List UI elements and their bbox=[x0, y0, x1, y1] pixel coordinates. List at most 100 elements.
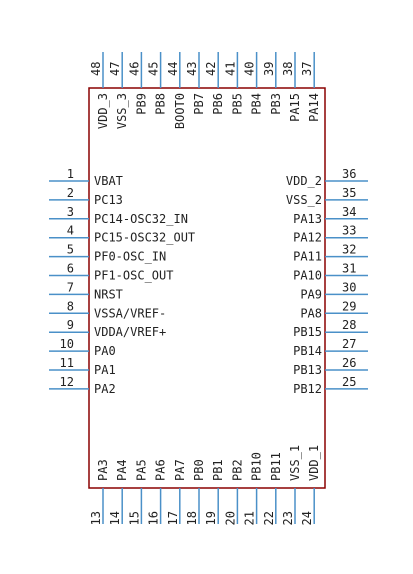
pin-number-42: 42 bbox=[204, 62, 218, 76]
pin-number-34: 34 bbox=[342, 205, 356, 219]
pin-label-pa15: PA15 bbox=[288, 93, 302, 122]
pin-number-4: 4 bbox=[67, 224, 74, 238]
pin-number-24: 24 bbox=[300, 511, 314, 525]
pin-number-41: 41 bbox=[223, 62, 237, 76]
pin-number-30: 30 bbox=[342, 280, 356, 294]
pin-number-46: 46 bbox=[127, 62, 141, 76]
pin-label-pb0: PB0 bbox=[192, 459, 206, 481]
pin-number-11: 11 bbox=[60, 356, 74, 370]
pin-label-pb9: PB9 bbox=[134, 93, 148, 115]
pin-label-pa6: PA6 bbox=[154, 459, 168, 481]
pin-label-vss-1: VSS_1 bbox=[288, 445, 302, 481]
pin-number-47: 47 bbox=[108, 62, 122, 76]
pin-label-pb13: PB13 bbox=[293, 363, 322, 377]
pin-label-pb14: PB14 bbox=[293, 344, 322, 358]
pin-label-pb10: PB10 bbox=[250, 452, 264, 481]
pin-label-pa3: PA3 bbox=[96, 459, 110, 481]
pin-number-28: 28 bbox=[342, 318, 356, 332]
pin-number-35: 35 bbox=[342, 186, 356, 200]
pin-label-pb2: PB2 bbox=[230, 459, 244, 481]
pin-number-29: 29 bbox=[342, 299, 356, 313]
pin-label-pb12: PB12 bbox=[293, 382, 322, 396]
pin-number-10: 10 bbox=[60, 337, 74, 351]
pin-label-pb8: PB8 bbox=[154, 93, 168, 115]
pin-number-15: 15 bbox=[127, 511, 141, 525]
pin-number-21: 21 bbox=[243, 511, 257, 525]
pin-label-pb5: PB5 bbox=[230, 93, 244, 115]
pin-label-pa12: PA12 bbox=[293, 231, 322, 245]
pin-number-16: 16 bbox=[147, 511, 161, 525]
pin-label-boot0: BOOT0 bbox=[173, 93, 187, 129]
pin-label-pa4: PA4 bbox=[115, 459, 129, 481]
pin-number-39: 39 bbox=[262, 62, 276, 76]
pin-number-33: 33 bbox=[342, 224, 356, 238]
pin-number-9: 9 bbox=[67, 318, 74, 332]
pin-number-36: 36 bbox=[342, 167, 356, 181]
bottom-pin-group: 13PA314PA415PA516PA617PA718PB019PB120PB2… bbox=[89, 445, 321, 526]
pin-label-vdd-3: VDD_3 bbox=[96, 93, 110, 129]
pin-number-38: 38 bbox=[281, 62, 295, 76]
pin-label-vss-2: VSS_2 bbox=[286, 193, 322, 207]
pin-label-pa9: PA9 bbox=[300, 287, 322, 301]
pin-label-pb3: PB3 bbox=[269, 93, 283, 115]
pin-number-1: 1 bbox=[67, 167, 74, 181]
pin-label-pb11: PB11 bbox=[269, 452, 283, 481]
pin-label-vdd-1: VDD_1 bbox=[307, 445, 321, 481]
pin-number-27: 27 bbox=[342, 337, 356, 351]
pin-label-pa11: PA11 bbox=[293, 250, 322, 264]
pin-label-vbat: VBAT bbox=[94, 174, 123, 188]
pin-label-pa10: PA10 bbox=[293, 269, 322, 283]
pin-number-48: 48 bbox=[89, 62, 103, 76]
pin-number-43: 43 bbox=[185, 62, 199, 76]
pin-number-22: 22 bbox=[262, 511, 276, 525]
pin-number-23: 23 bbox=[281, 511, 295, 525]
pin-label-vssa-vref: VSSA/VREF- bbox=[94, 306, 166, 320]
pin-label-pc15-osc32-out: PC15-OSC32_OUT bbox=[94, 231, 195, 245]
pin-number-3: 3 bbox=[67, 205, 74, 219]
pin-label-vss-3: VSS_3 bbox=[115, 93, 129, 129]
pin-number-25: 25 bbox=[342, 375, 356, 389]
pin-label-pa7: PA7 bbox=[173, 459, 187, 481]
pin-number-2: 2 bbox=[67, 186, 74, 200]
pin-label-pa8: PA8 bbox=[300, 306, 322, 320]
pin-label-pa1: PA1 bbox=[94, 363, 116, 377]
pin-label-pc14-osc32-in: PC14-OSC32_IN bbox=[94, 212, 188, 226]
pin-number-8: 8 bbox=[67, 299, 74, 313]
pin-label-pa14: PA14 bbox=[307, 93, 321, 122]
pin-label-pf1-osc-out: PF1-OSC_OUT bbox=[94, 269, 173, 283]
pin-number-14: 14 bbox=[108, 511, 122, 525]
ic-body-outline bbox=[88, 87, 326, 489]
pin-number-5: 5 bbox=[67, 243, 74, 257]
pin-label-pf0-osc-in: PF0-OSC_IN bbox=[94, 250, 166, 264]
pin-label-pa0: PA0 bbox=[94, 344, 116, 358]
pin-label-pb4: PB4 bbox=[250, 93, 264, 115]
pin-number-17: 17 bbox=[166, 511, 180, 525]
pin-number-40: 40 bbox=[243, 62, 257, 76]
pin-number-20: 20 bbox=[223, 511, 237, 525]
pin-number-6: 6 bbox=[67, 262, 74, 276]
pin-label-nrst: NRST bbox=[94, 287, 123, 301]
pin-label-pb6: PB6 bbox=[211, 93, 225, 115]
pin-label-pb7: PB7 bbox=[192, 93, 206, 115]
pin-label-vdda-vref: VDDA/VREF+ bbox=[94, 325, 166, 339]
pin-number-45: 45 bbox=[147, 62, 161, 76]
pin-number-37: 37 bbox=[300, 62, 314, 76]
pin-number-13: 13 bbox=[89, 511, 103, 525]
pin-label-pa13: PA13 bbox=[293, 212, 322, 226]
pin-label-pa5: PA5 bbox=[134, 459, 148, 481]
pin-number-44: 44 bbox=[166, 62, 180, 76]
pin-number-26: 26 bbox=[342, 356, 356, 370]
right-pin-group: 36VDD_235VSS_234PA1333PA1232PA1131PA1030… bbox=[286, 167, 368, 396]
pin-number-31: 31 bbox=[342, 262, 356, 276]
pin-number-32: 32 bbox=[342, 243, 356, 257]
pin-number-19: 19 bbox=[204, 511, 218, 525]
pin-label-pb15: PB15 bbox=[293, 325, 322, 339]
pin-label-pa2: PA2 bbox=[94, 382, 116, 396]
pin-number-12: 12 bbox=[60, 375, 74, 389]
pin-label-pb1: PB1 bbox=[211, 459, 225, 481]
pin-number-7: 7 bbox=[67, 280, 74, 294]
pin-label-pc13: PC13 bbox=[94, 193, 123, 207]
